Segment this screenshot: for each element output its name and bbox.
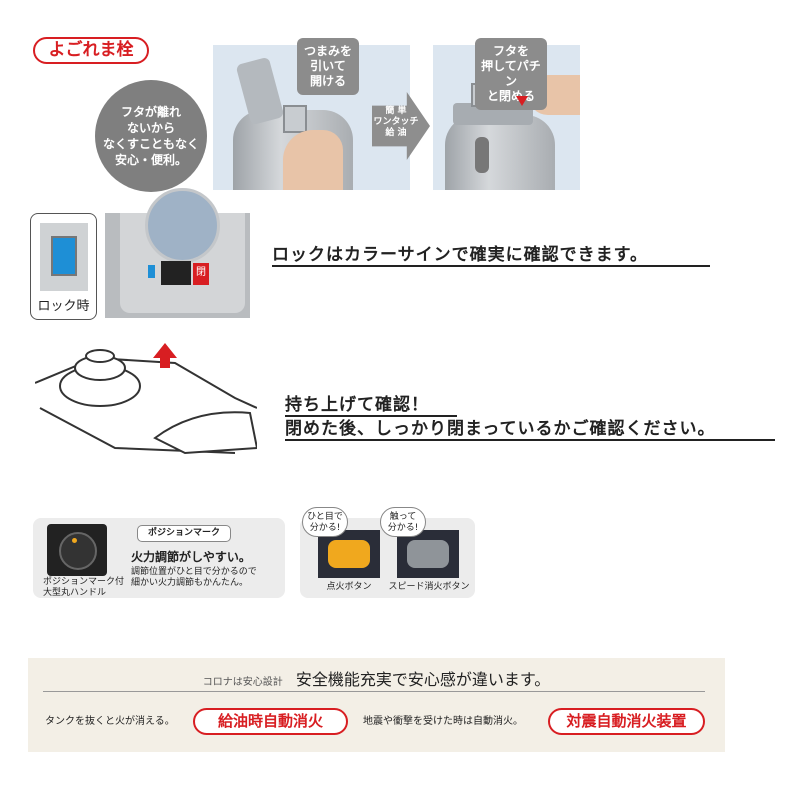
lift-subheadline: 閉めた後、しっかり閉まっているかご確認ください。 <box>285 419 775 441</box>
position-mark-tag: ポジションマーク <box>137 525 232 542</box>
bubble-line: フタを <box>492 44 529 58</box>
bubble-line: ないから <box>126 121 175 135</box>
caption-line: ポジションマーク付 <box>43 577 125 587</box>
bubble-line: ひと目で <box>307 512 343 522</box>
item1-desc: タンクを抜くと火が消える。 <box>45 716 175 727</box>
close-cap-photo <box>433 45 580 190</box>
yogore-mase-badge: よごれま栓 <box>33 37 149 64</box>
lift-headline: 持ち上げて確認！ <box>285 395 457 417</box>
lock-color-sign <box>51 236 77 276</box>
down-arrow-icon <box>516 96 528 106</box>
bubble-line: 安心・便利。 <box>114 153 187 167</box>
safety-title: 安全機能充実で安心感が違います。 <box>295 670 551 689</box>
item2-desc: 地震や衝撃を受けた時は自動消火。 <box>363 716 523 727</box>
divider <box>43 691 705 692</box>
handle-desc: 調節位置がひと目で分かるので細かい火力調節もかんたん。 <box>131 567 257 589</box>
bubble-line: 押してパチン <box>481 59 541 88</box>
lock-inset: ロック時 <box>30 213 97 320</box>
bubble-line: 触って <box>389 512 417 522</box>
bubble-line: 分かる! <box>387 523 419 533</box>
bubble-line: 開ける <box>309 74 346 88</box>
bubble-line: 引いて <box>310 59 346 73</box>
seismic-auto-extinguish-badge: 対震自動消火装置 <box>548 708 705 735</box>
lock-headline: ロックはカラーサインで確実に確認できます。 <box>272 245 710 267</box>
ignition-button-photo <box>318 530 380 578</box>
ignition-button-label: 点火ボタン <box>326 582 372 592</box>
bubble-line: なくすこともなく <box>102 137 199 151</box>
arrow-line: 給 油 <box>385 128 407 138</box>
caption-line: 大型丸ハンドル <box>43 588 107 598</box>
by-touch-bubble: 触って分かる! <box>380 507 426 537</box>
handle-panel: ポジションマーク付大型丸ハンドル ポジションマーク 火力調節がしやすい。 調節位… <box>33 518 285 598</box>
close-sign: 閉 <box>193 263 209 285</box>
bubble-line: フタが離れ <box>120 105 181 119</box>
bubble-line: 分かる! <box>309 523 341 533</box>
open-instruction-bubble: つまみを引いて開ける <box>297 38 359 95</box>
bubble-line: つまみを <box>303 44 352 58</box>
close-instruction-bubble: フタを押してパチンと閉める <box>475 38 547 110</box>
lock-label: ロック時 <box>37 299 90 314</box>
desc-line: 細かい火力調節もかんたん。 <box>131 578 249 588</box>
safety-brand: コロナは安心設計 <box>202 677 283 688</box>
side-speech-bubble: フタが離れ ないから なくすこともなく 安心・便利。 <box>95 80 207 192</box>
desc-line: 調節位置がひと目で分かるので <box>131 567 257 577</box>
handle-photo <box>47 524 107 576</box>
lock-photo: 閉 <box>105 188 250 318</box>
up-arrow-icon <box>153 343 177 368</box>
arrow-line: 簡 単 <box>385 106 407 116</box>
extinguish-button-label: スピード消火ボタン <box>388 582 470 592</box>
safety-box: コロナは安心設計 安全機能充実で安心感が違います。 タンクを抜くと火が消える。 … <box>28 658 725 752</box>
refuel-auto-extinguish-badge: 給油時自動消火 <box>193 708 348 735</box>
handle-title: 火力調節がしやすい。 <box>131 550 251 564</box>
lift-check-illustration <box>35 343 257 455</box>
at-a-glance-bubble: ひと目で分かる! <box>302 507 348 537</box>
handle-caption: ポジションマーク付大型丸ハンドル <box>43 577 124 599</box>
extinguish-button-photo <box>397 530 459 578</box>
arrow-line: ワンタッチ <box>373 117 419 127</box>
